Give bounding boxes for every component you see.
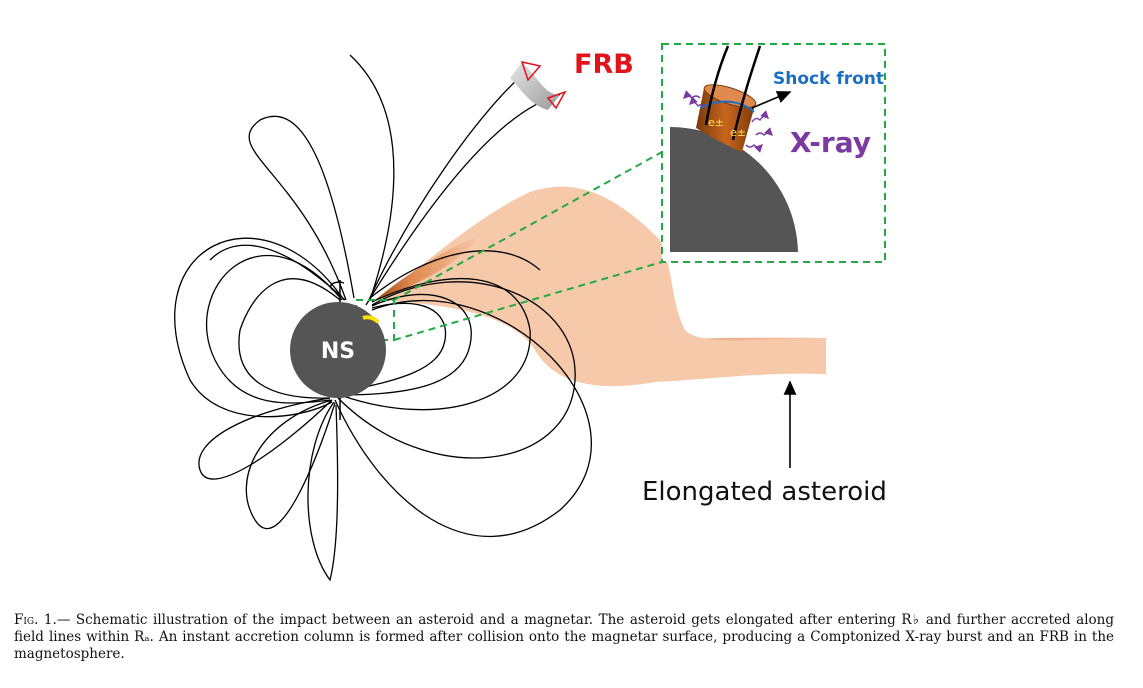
elongated-asteroid-shape (375, 186, 826, 387)
neutron-star: NS (290, 280, 386, 420)
magnetic-field-lines (174, 54, 593, 582)
xray-label: X-ray (790, 126, 871, 159)
inset-accretion-column: e± e± Shock front X-ray (661, 43, 886, 263)
asteroid-label: Elongated asteroid (642, 477, 887, 507)
shock-front-label: Shock front (773, 69, 884, 89)
pair-label-2: e± (730, 126, 746, 139)
ns-surface-segment (670, 126, 798, 252)
caption-label: Fig. 1. (14, 612, 57, 628)
figure-schematic: NS FRB e± e± Shock front X-ray Elongat (174, 43, 887, 582)
frb-label: FRB (574, 49, 634, 80)
ns-label: NS (321, 339, 355, 364)
caption-text: — Schematic illustration of the impact b… (14, 612, 1114, 662)
frb-cone: FRB (510, 49, 634, 110)
rotation-arrow-icon (329, 281, 345, 291)
pair-label-1: e± (708, 116, 724, 129)
figure-caption: Fig. 1.— Schematic illustration of the i… (14, 612, 1114, 663)
xray-photons (683, 90, 773, 153)
hotspot (362, 315, 380, 324)
